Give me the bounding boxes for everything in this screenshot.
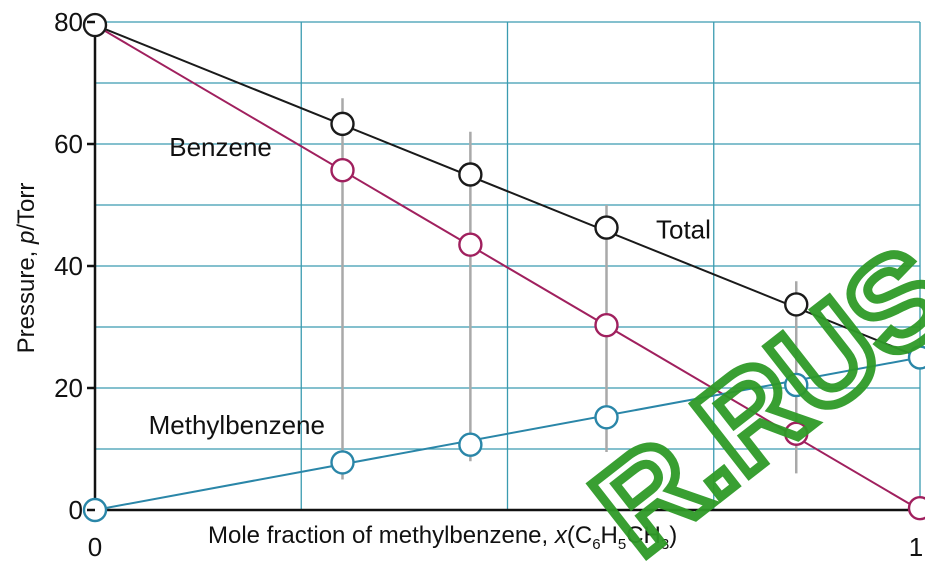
x-title-ch: CH [626,522,661,549]
x-title-sub-1: 6 [592,536,600,553]
data-point-benzene [458,232,483,257]
grid-lines [95,21,921,510]
data-point-benzene [784,421,809,446]
data-point-methylbenzene [594,405,619,430]
y-tick-label: 20 [54,373,83,403]
y-axis-title: Pressure, p/Torr [13,183,40,354]
data-point-total [784,292,809,317]
x-title-prefix: Mole fraction of methylbenzene, [208,522,555,549]
x-title-sub-3: 3 [661,536,669,553]
x-title-h: H [601,522,618,549]
data-point-benzene [907,495,925,521]
data-point-methylbenzene [784,372,809,398]
y-title-variable: p [13,231,40,245]
data-point-total [594,215,619,240]
x-axis-title: Mole fraction of methylbenzene, x(C6H5CH… [208,522,677,553]
y-tick-label: 0 [69,495,83,525]
series-line-benzene [94,24,921,511]
y-tick-labels: 0 20 40 60 80 [54,7,95,525]
data-point-benzene [594,312,619,338]
data-point-total [82,12,108,38]
data-point-total [330,111,355,137]
data-point-benzene [330,158,355,183]
x-title-sub-2: 5 [618,536,626,553]
data-point-methylbenzene [458,432,483,457]
y-title-suffix: /Torr [13,183,40,231]
data-point-methylbenzene [330,450,355,475]
x-title-open: (C [567,522,592,549]
x-title-close: ) [669,522,677,549]
y-tick-label: 60 [54,129,83,159]
series-lines [94,24,921,511]
series-line-methylbenzene [94,356,921,511]
y-title-prefix: Pressure, [13,244,40,353]
benzene-label: Benzene [169,132,272,162]
x-tick-label: 1 [909,532,923,562]
y-tick-label: 40 [54,251,83,281]
methylbenzene-label: Methylbenzene [149,410,325,440]
total-label: Total [656,215,711,245]
series-markers [82,12,925,523]
series-line-total [94,24,921,359]
x-tick-label: 0 [88,532,102,562]
data-point-methylbenzene [907,345,925,370]
y-tick-label: 80 [54,7,83,37]
data-point-total [458,162,483,187]
x-title-variable: x [554,522,568,549]
